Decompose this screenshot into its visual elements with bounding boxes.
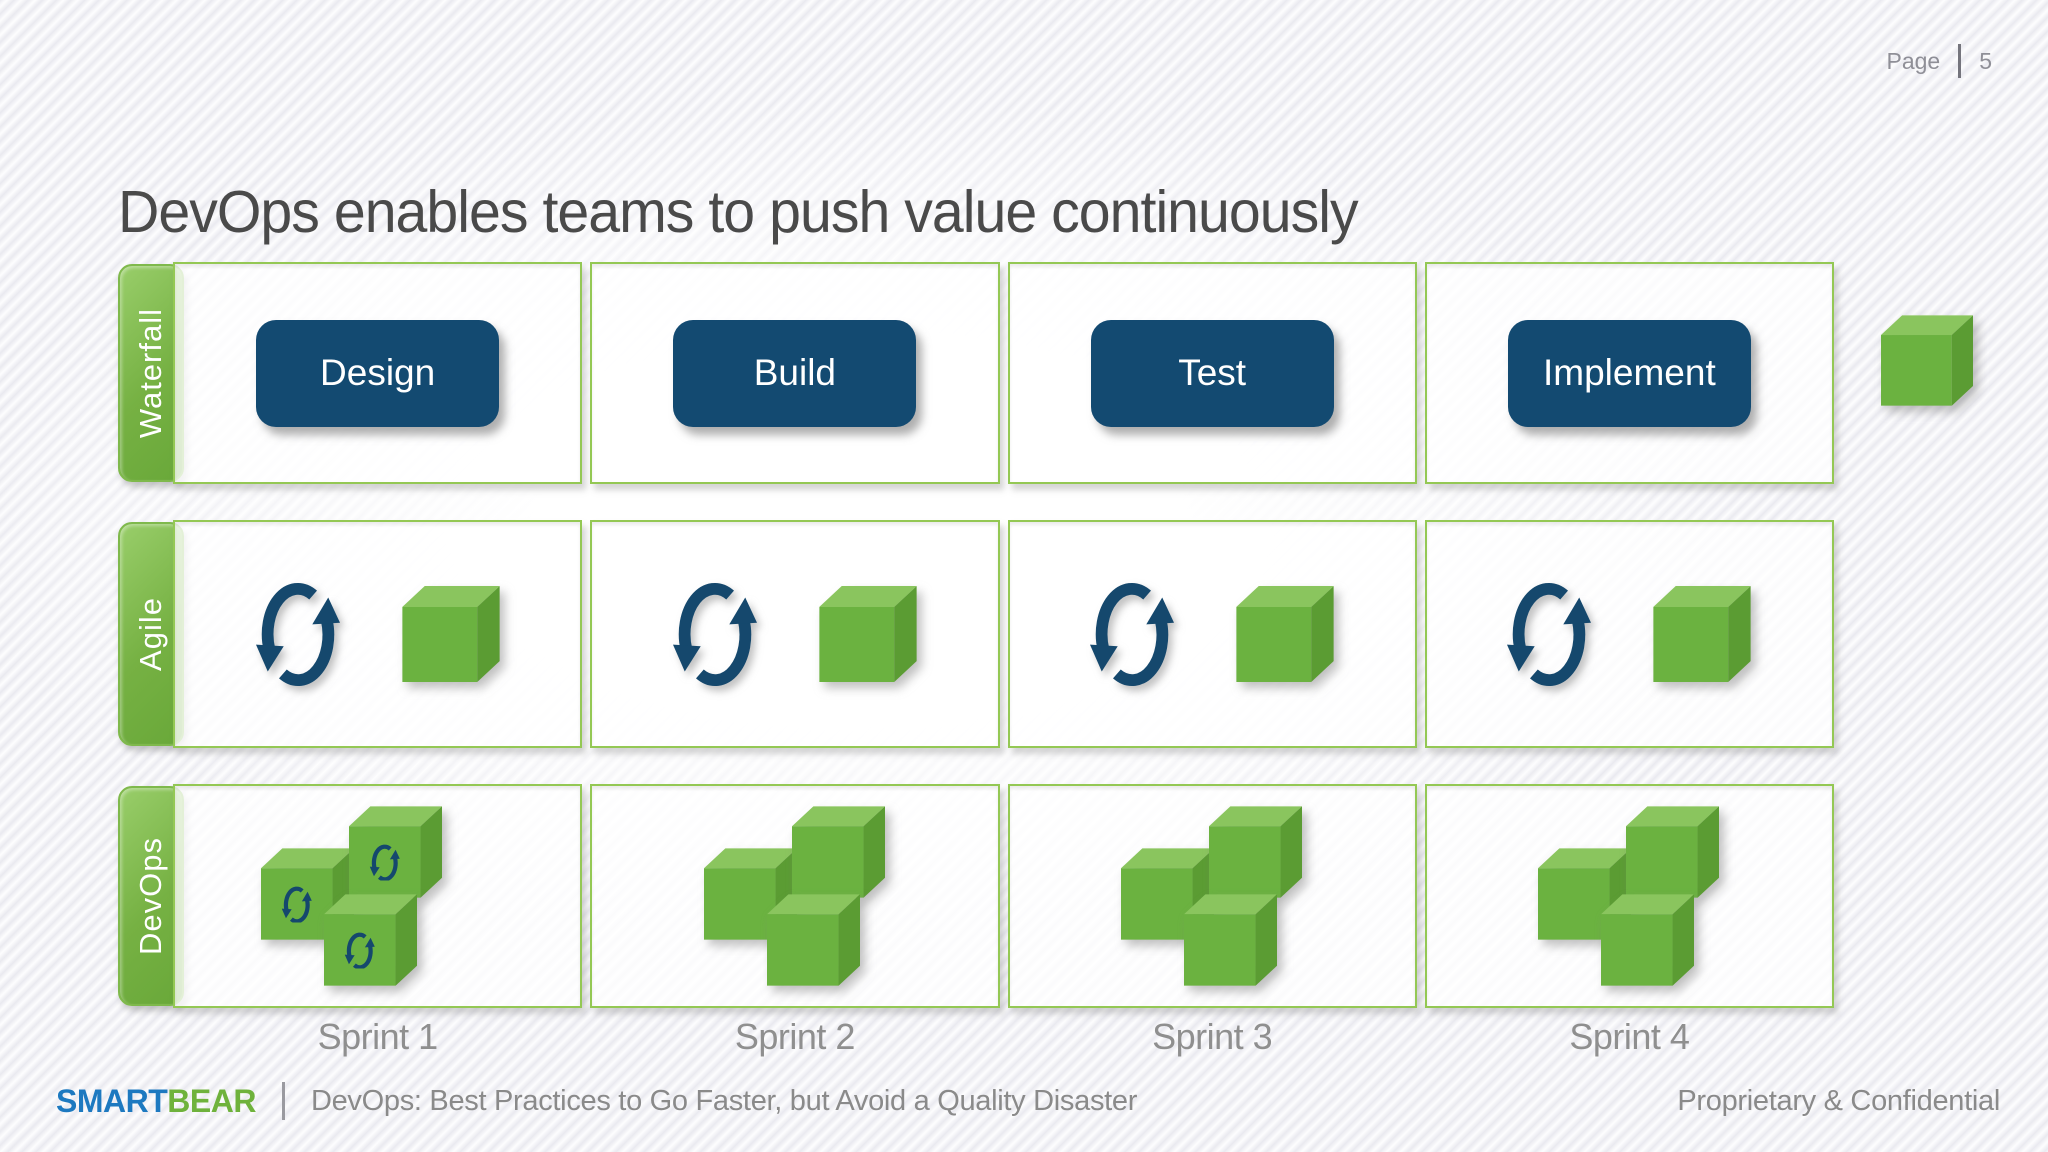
devops-cell-2 xyxy=(590,784,1000,1008)
waterfall-cell-2: Build xyxy=(590,262,1000,484)
slide-title: DevOps enables teams to push value conti… xyxy=(118,179,1359,245)
logo-smart: SMART xyxy=(56,1082,168,1119)
page-divider xyxy=(1958,44,1962,78)
sprint-labels: Sprint 1 Sprint 2 Sprint 3 Sprint 4 xyxy=(173,1016,1834,1058)
green-cube-icon xyxy=(767,894,860,986)
iteration-cycle-icon xyxy=(1507,571,1591,698)
cube-cluster xyxy=(261,806,443,986)
footer: SMARTBEAR DevOps: Best Practices to Go F… xyxy=(56,1076,2000,1126)
devops-cell-3 xyxy=(1007,784,1417,1008)
sprint-label-2: Sprint 2 xyxy=(734,1016,856,1057)
sprint-label-1: Sprint 1 xyxy=(317,1016,439,1057)
agile-cell-1 xyxy=(173,520,583,748)
sprint-label-4: Sprint 4 xyxy=(1569,1016,1690,1057)
cube-with-sync-icon xyxy=(349,806,442,898)
footer-tagline: DevOps: Best Practices to Go Faster, but… xyxy=(310,1084,1138,1117)
green-cube-icon xyxy=(1209,806,1302,898)
green-cube-icon xyxy=(1601,894,1694,986)
row-waterfall: Waterfall Design Build Test Implement xyxy=(118,262,1834,484)
row-agile: Agile xyxy=(118,520,1834,748)
cube-cluster xyxy=(704,806,886,986)
devops-cell-4 xyxy=(1424,784,1834,1008)
row-label-agile: Agile xyxy=(133,597,168,671)
page-label: Page xyxy=(1886,47,1941,74)
agile-cell-2 xyxy=(590,520,1000,748)
green-cube-icon xyxy=(402,586,500,682)
iteration-cycle-icon xyxy=(673,571,757,698)
green-cube-icon xyxy=(1236,586,1334,682)
stage-shape-implement: Implement xyxy=(1507,319,1751,427)
page-number: 5 xyxy=(1979,47,1992,74)
agile-cell-4 xyxy=(1424,520,1834,748)
logo-bear: BEAR xyxy=(167,1082,256,1119)
green-cube-icon xyxy=(1626,806,1719,898)
waterfall-cells: Design Build Test Implement xyxy=(173,262,1834,484)
agile-cells xyxy=(173,520,1834,748)
green-cube-icon xyxy=(792,806,885,898)
devops-cells xyxy=(173,784,1834,1008)
smartbear-logo: SMARTBEAR xyxy=(56,1083,256,1120)
waterfall-cell-3: Test xyxy=(1007,262,1417,484)
stage-shape-test: Test xyxy=(1090,319,1334,427)
waterfall-cell-1: Design xyxy=(173,262,583,484)
green-cube-icon xyxy=(1881,315,1973,406)
page-indicator: Page 5 xyxy=(1886,44,1992,78)
row-label-waterfall: Waterfall xyxy=(133,307,168,439)
cube-with-sync-icon xyxy=(324,894,417,986)
row-devops: DevOps xyxy=(118,784,1834,1008)
sprint-label-3: Sprint 3 xyxy=(1152,1016,1273,1057)
green-cube-icon xyxy=(1184,894,1277,986)
green-cube-icon xyxy=(819,586,917,682)
cube-cluster xyxy=(1121,806,1303,986)
stage-shape-build: Build xyxy=(673,319,917,427)
footer-confidential: Proprietary & Confidential xyxy=(1677,1084,2000,1117)
iteration-cycle-icon xyxy=(1090,571,1174,698)
agile-cell-3 xyxy=(1007,520,1417,748)
footer-divider xyxy=(281,1082,285,1120)
stage-shape-design: Design xyxy=(256,319,500,427)
cube-cluster xyxy=(1538,806,1720,986)
waterfall-cell-4: Implement xyxy=(1424,262,1834,484)
row-label-devops: DevOps xyxy=(133,837,168,955)
iteration-cycle-icon xyxy=(256,571,340,698)
green-cube-icon xyxy=(1653,586,1751,682)
devops-cell-1 xyxy=(173,784,583,1008)
